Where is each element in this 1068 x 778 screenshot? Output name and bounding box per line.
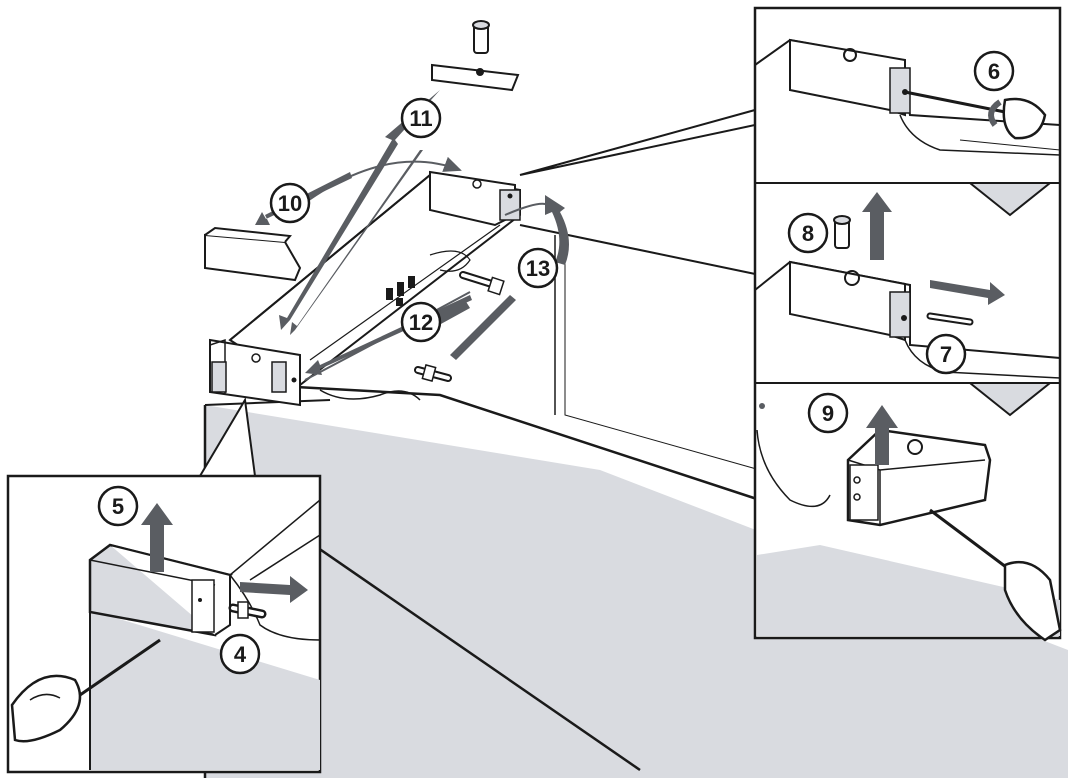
step-9-label: 9: [822, 401, 834, 426]
inset-panel-left: 5 4: [6, 474, 322, 774]
inset-step-6: 6: [754, 38, 1061, 217]
step-11-label: 11: [409, 106, 432, 131]
pin-icon: [414, 364, 452, 382]
screwdriver-icon: [10, 638, 161, 743]
step-13-callout: 13: [517, 247, 559, 289]
bushing-icon: [472, 20, 490, 54]
step-4-label: 4: [234, 642, 247, 667]
step-12-label: 12: [409, 310, 433, 335]
inset-step-7-8: 8 7: [754, 192, 1061, 417]
step-5-label: 5: [112, 494, 124, 519]
inset-panel-right: 6 8 7: [753, 6, 1062, 642]
cover-cap-icon: [204, 226, 302, 282]
pin-icon: [228, 601, 267, 619]
step-11-callout: 11: [400, 97, 442, 139]
step-10-callout: 10: [269, 182, 311, 224]
step-8-label: 8: [802, 221, 814, 246]
step-13-label: 13: [526, 256, 550, 281]
hinge-bracket: [209, 170, 521, 407]
step-12-callout: 12: [400, 301, 442, 343]
step-10-label: 10: [278, 191, 302, 216]
step-6-label: 6: [988, 59, 1000, 84]
inset-step-9: 9: [756, 392, 1062, 642]
step-7-label: 7: [940, 342, 952, 367]
vent-slots: [386, 276, 415, 306]
bracket-icon: [431, 63, 520, 92]
pin-icon: [459, 271, 505, 296]
